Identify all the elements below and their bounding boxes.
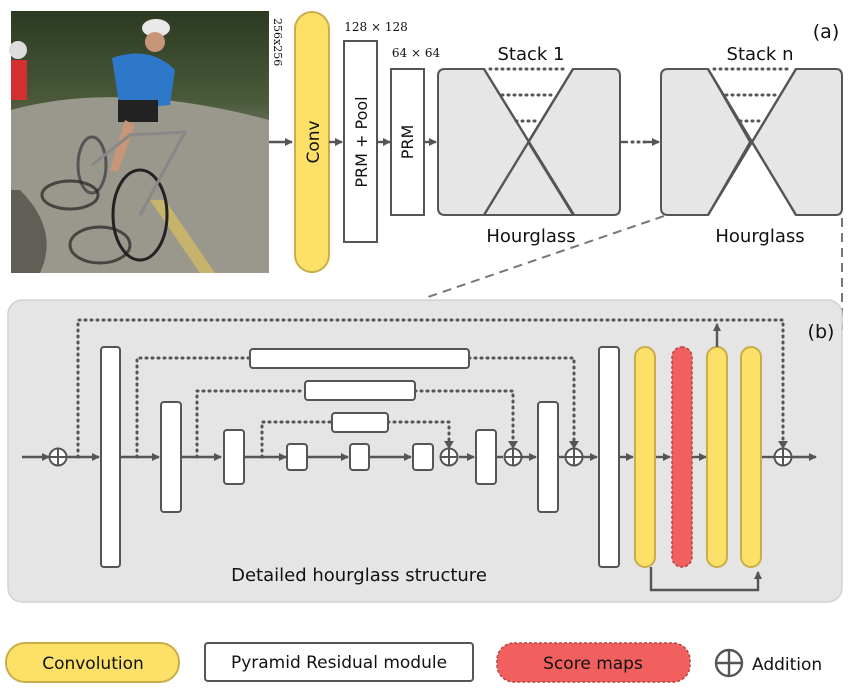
legend-score-maps-swatch <box>496 642 691 683</box>
prm-block-down-1 <box>100 346 121 568</box>
legend-convolution-swatch <box>5 642 180 683</box>
prm-pool-size-label: 128 × 128 <box>344 20 408 34</box>
skip-connections <box>76 318 785 459</box>
addition-icon <box>503 447 523 467</box>
input-photo <box>9 11 269 273</box>
prm-skip-block-3 <box>331 412 389 433</box>
skip-arrowheads <box>444 441 788 449</box>
hourglass-stack-n <box>660 67 843 216</box>
addition-icon <box>564 447 584 467</box>
prm-pool-label: PRM + Pool <box>352 96 371 187</box>
addition-icon <box>439 447 459 467</box>
prm-block-bottom-3 <box>412 443 434 471</box>
prm-blocks <box>100 346 620 568</box>
panel-b-caption: Detailed hourglass structure <box>231 565 487 586</box>
prm-block-down-2 <box>160 401 182 513</box>
legend-addition-label: Addition <box>752 655 822 675</box>
prm-block-bottom-2 <box>349 443 370 471</box>
prm-block-up-1 <box>475 429 497 485</box>
zoom-line-left <box>424 215 665 299</box>
addition-nodes <box>48 447 793 467</box>
score-maps-block <box>671 346 693 568</box>
legend-prm-swatch <box>204 642 474 682</box>
legend-convolution-label: Convolution <box>42 654 144 674</box>
addition-icon <box>714 648 744 678</box>
prm-skip-block-1 <box>249 348 470 369</box>
input-size-label: 256x256 <box>271 18 284 66</box>
bypass-connection <box>649 567 762 592</box>
stack-1-caption: Hourglass <box>486 226 575 247</box>
prm-block-up-3 <box>598 346 620 568</box>
panel-b-label: (b) <box>808 321 835 343</box>
legend-score-maps-label: Score maps <box>543 654 643 674</box>
prm-block <box>390 68 425 216</box>
conv-block-3 <box>740 346 762 568</box>
prm-label: PRM <box>398 125 417 160</box>
conv-label: Conv <box>304 120 324 163</box>
prm-size-label: 64 × 64 <box>392 46 441 60</box>
prm-block-up-2 <box>537 401 559 513</box>
legend-prm-label: Pyramid Residual module <box>231 653 447 673</box>
stack-n-title: Stack n <box>727 44 794 65</box>
legend: Convolution Pyramid Residual module Scor… <box>5 642 822 683</box>
conv-block-2 <box>706 346 728 568</box>
prm-block-down-3 <box>223 429 245 485</box>
prm-pool-block <box>343 40 378 243</box>
addition-icon <box>48 447 68 467</box>
conv-block-1 <box>634 346 656 568</box>
prm-skip-block-2 <box>304 380 416 401</box>
addition-icon <box>773 447 793 467</box>
panel-a-label: (a) <box>813 21 839 43</box>
stack-1-title: Stack 1 <box>497 44 564 65</box>
stack-n-caption: Hourglass <box>715 226 804 247</box>
prm-block-bottom-1 <box>286 443 308 471</box>
hourglass-stack-1 <box>437 67 621 216</box>
